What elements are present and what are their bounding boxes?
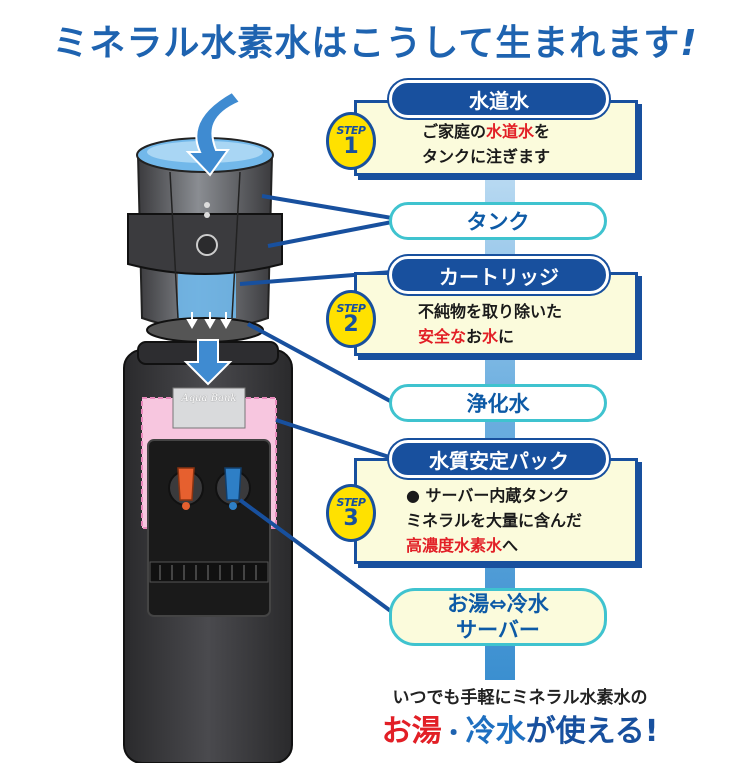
dispenser-recess	[147, 439, 271, 617]
step1-text: ご家庭の水道水を タンクに注ぎます	[422, 120, 550, 170]
step2-title: カートリッジ	[389, 256, 609, 294]
step2-text: 不純物を取り除いた 安全なお水に	[418, 300, 562, 350]
tank-dial	[196, 234, 218, 256]
tagline-rest: が使える!	[525, 714, 659, 749]
step1-text-line2: タンクに注ぎます	[422, 146, 551, 166]
step3-bullet: ●	[406, 486, 420, 505]
step1-badge: STEP 1	[326, 112, 376, 170]
step2-badge-label: STEP	[336, 301, 366, 315]
tank-label: タンク	[389, 202, 607, 240]
step1-text-highlight: 水道水	[486, 122, 535, 141]
step2-text-o: お	[466, 326, 483, 346]
line-purified	[247, 322, 393, 404]
brand-plate	[172, 387, 246, 429]
line-pack	[275, 418, 393, 460]
step3-text-he: へ	[502, 535, 519, 555]
headline: ミネラル水素水はこうして生まれます!	[0, 14, 750, 66]
headline-exclamation: !	[680, 23, 698, 64]
brand-label: Aqua Bank	[181, 393, 237, 404]
step3-badge-label: STEP	[336, 495, 366, 509]
tagline-dot: ・	[441, 719, 466, 747]
step2-text-water: 水	[482, 326, 499, 346]
step2-text-line1: 不純物を取り除いた	[418, 302, 563, 321]
tagline-cold: 冷水	[465, 714, 526, 749]
step2-text-ni: に	[498, 326, 515, 346]
line-tank-2	[267, 220, 393, 248]
water-server	[123, 341, 293, 763]
step3-text-line1: サーバー内蔵タンク	[425, 486, 570, 505]
step1-title: 水道水	[389, 80, 609, 118]
step1-badge-label: STEP	[336, 123, 366, 137]
headline-text: ミネラル水素水はこうして生まれます	[52, 23, 681, 64]
hot-tap	[168, 467, 204, 510]
tagline-hot: お湯	[381, 714, 442, 749]
server-label-line1: お湯⇔冷水	[447, 591, 549, 616]
step1-text-c: を	[534, 122, 551, 141]
drip-tray	[149, 561, 269, 583]
step3-badge-number: 3	[343, 505, 359, 531]
step3-text-highlight: 高濃度水素水	[406, 535, 503, 555]
line-tank-1	[261, 194, 393, 220]
server-label: お湯⇔冷水 サーバー	[389, 588, 607, 646]
step2-badge-number: 2	[343, 311, 359, 337]
step3-text-line2: ミネラルを大量に含んだ	[406, 510, 583, 530]
purified-label: 浄化水	[389, 384, 607, 422]
step3-badge: STEP 3	[326, 484, 376, 542]
pour-arrow	[185, 90, 242, 177]
step2-badge: STEP 2	[326, 290, 376, 348]
step1-text-a: ご家庭の	[422, 122, 487, 141]
cold-tap	[215, 467, 251, 510]
tagline-line2: お湯・冷水が使える!	[340, 706, 700, 750]
step1-badge-number: 1	[343, 133, 359, 159]
tagline-line1: いつでも手軽にミネラル水素水の	[392, 688, 648, 708]
line-server	[238, 498, 394, 614]
step3-text: ● サーバー内蔵タンク ミネラルを大量に含んだ 高濃度水素水へ	[406, 484, 582, 558]
step2-text-safe: 安全な	[418, 326, 467, 346]
server-label-line2: サーバー	[456, 618, 540, 642]
down-arrow	[183, 339, 233, 386]
step3-title: 水質安定パック	[389, 440, 609, 478]
